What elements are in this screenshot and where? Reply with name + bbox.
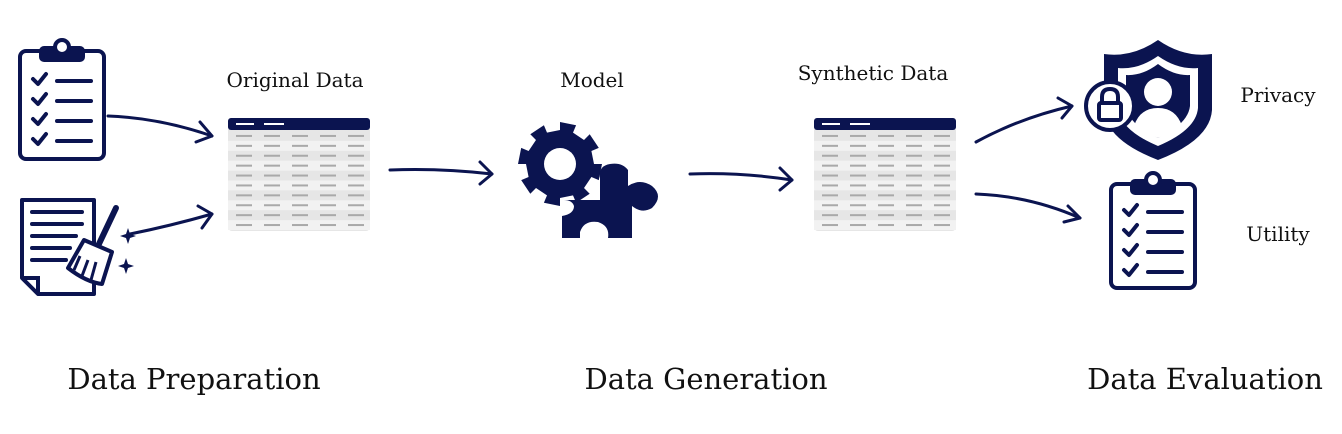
stage-preparation-label: Data Preparation — [67, 362, 320, 396]
arrow-synthetic-to-utility — [974, 192, 1082, 224]
utility-label: Utility — [1246, 222, 1310, 246]
arrow-original-to-model — [388, 160, 494, 186]
original-data-table-icon — [228, 118, 370, 231]
synthetic-data-label: Synthetic Data — [798, 61, 949, 85]
gear-puzzle-icon — [518, 122, 658, 238]
arrow-checklist-to-original — [106, 114, 214, 144]
arrow-cleaning-to-original — [128, 204, 214, 236]
privacy-label: Privacy — [1240, 83, 1316, 107]
stage-generation-label: Data Generation — [584, 362, 827, 396]
arrow-model-to-synthetic — [688, 166, 794, 192]
model-label: Model — [560, 68, 624, 92]
synthetic-data-table-icon — [814, 118, 956, 231]
puzzle-piece — [562, 163, 658, 238]
arrow-synthetic-to-privacy — [974, 96, 1074, 144]
original-data-label: Original Data — [226, 68, 363, 92]
shield-user-lock-icon — [1084, 40, 1212, 160]
stage-evaluation-label: Data Evaluation — [1087, 362, 1323, 396]
gear-hole — [544, 148, 576, 180]
clipboard-checklist-icon-utility — [1109, 171, 1197, 290]
document-broom-icon — [20, 198, 136, 296]
clipboard-checklist-icon — [18, 38, 106, 161]
